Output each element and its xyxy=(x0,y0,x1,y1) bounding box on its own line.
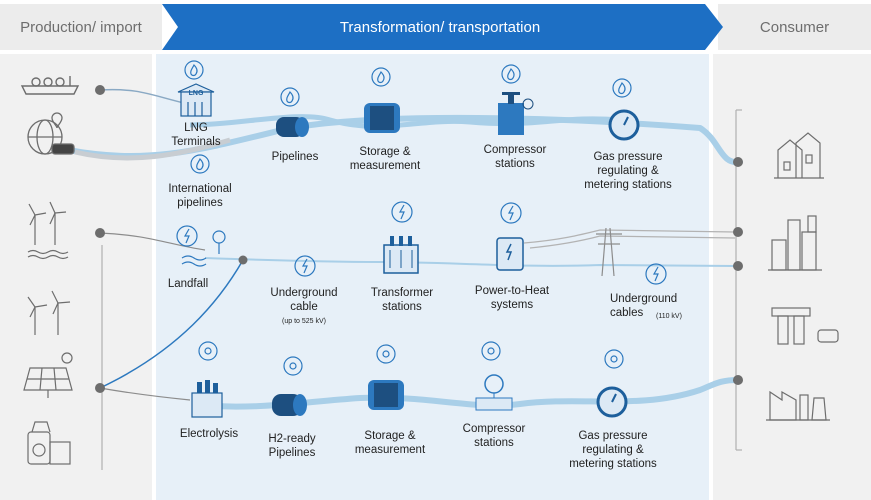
landfall-icon xyxy=(181,230,226,267)
pipe-icon xyxy=(276,117,309,137)
lng-sign: LNG xyxy=(188,90,204,97)
label-compressor-stations-h2: Compressor stations xyxy=(462,423,526,449)
electrolysis-icon xyxy=(191,380,223,418)
label-compressor-stations: Compressor stations xyxy=(483,144,547,170)
gas-station-icon xyxy=(771,307,839,345)
solar-panel-icon xyxy=(23,352,73,398)
globe-pipe-icon xyxy=(27,112,75,155)
label-pipelines: Pipelines xyxy=(271,151,319,163)
label-storage-measurement-h2: Storage & measurement xyxy=(354,430,426,456)
label-power-to-heat: Power-to-Heat systems xyxy=(474,285,550,311)
compressor-valve-icon xyxy=(498,92,534,135)
transformer-icon xyxy=(383,236,419,274)
pipe-icon xyxy=(272,394,307,416)
storage-tank-icon xyxy=(368,380,404,410)
compressor-valve-icon xyxy=(475,374,513,411)
power-to-heat-icon xyxy=(496,237,524,271)
production-column xyxy=(0,54,152,500)
header-production: Production/ import xyxy=(0,4,162,50)
label-international-pipelines: International pipelines xyxy=(168,183,232,209)
consumer-column xyxy=(713,54,871,500)
power-pylon-icon xyxy=(596,227,622,277)
label-h2-ready-pipelines: H2-ready Pipelines xyxy=(268,433,316,459)
city-icon xyxy=(768,215,822,271)
lng-terminal-icon xyxy=(177,83,215,117)
label-gas-pressure-stations: Gas pressure regulating & metering stati… xyxy=(584,151,672,191)
ship-icon xyxy=(20,76,80,95)
label-underground-cable: Underground cable xyxy=(270,287,338,313)
header-transformation: Transformation/ transportation xyxy=(339,18,541,36)
lightning-icon xyxy=(176,201,667,285)
label-landfall: Landfall xyxy=(167,278,209,290)
hydrogen-icon xyxy=(198,341,624,376)
storage-tank-icon xyxy=(364,103,400,133)
houses-icon xyxy=(774,132,824,179)
label-transformer-stations: Transformer stations xyxy=(370,287,434,313)
flame-icon xyxy=(184,60,632,174)
label-lng-terminals: LNG Terminals xyxy=(171,122,221,148)
factory-icon xyxy=(766,390,830,421)
label-underground-cables: Underground cables xyxy=(610,293,678,319)
wind-turbine-icon xyxy=(27,290,71,335)
label-underground-cables-note: (110 kV) xyxy=(656,313,682,320)
header-consumer: Consumer xyxy=(718,4,871,50)
label-electrolysis: Electrolysis xyxy=(179,428,239,440)
label-underground-cable-note: (up to 525 kV) xyxy=(282,318,326,325)
pressure-gauge-icon xyxy=(596,386,628,418)
pressure-gauge-icon xyxy=(608,109,640,141)
label-gas-pressure-stations-h2: Gas pressure regulating & metering stati… xyxy=(569,430,657,470)
wind-turbine-icon xyxy=(27,201,69,260)
biogas-plant-icon xyxy=(27,421,71,465)
label-storage-measurement: Storage & measurement xyxy=(349,146,421,172)
